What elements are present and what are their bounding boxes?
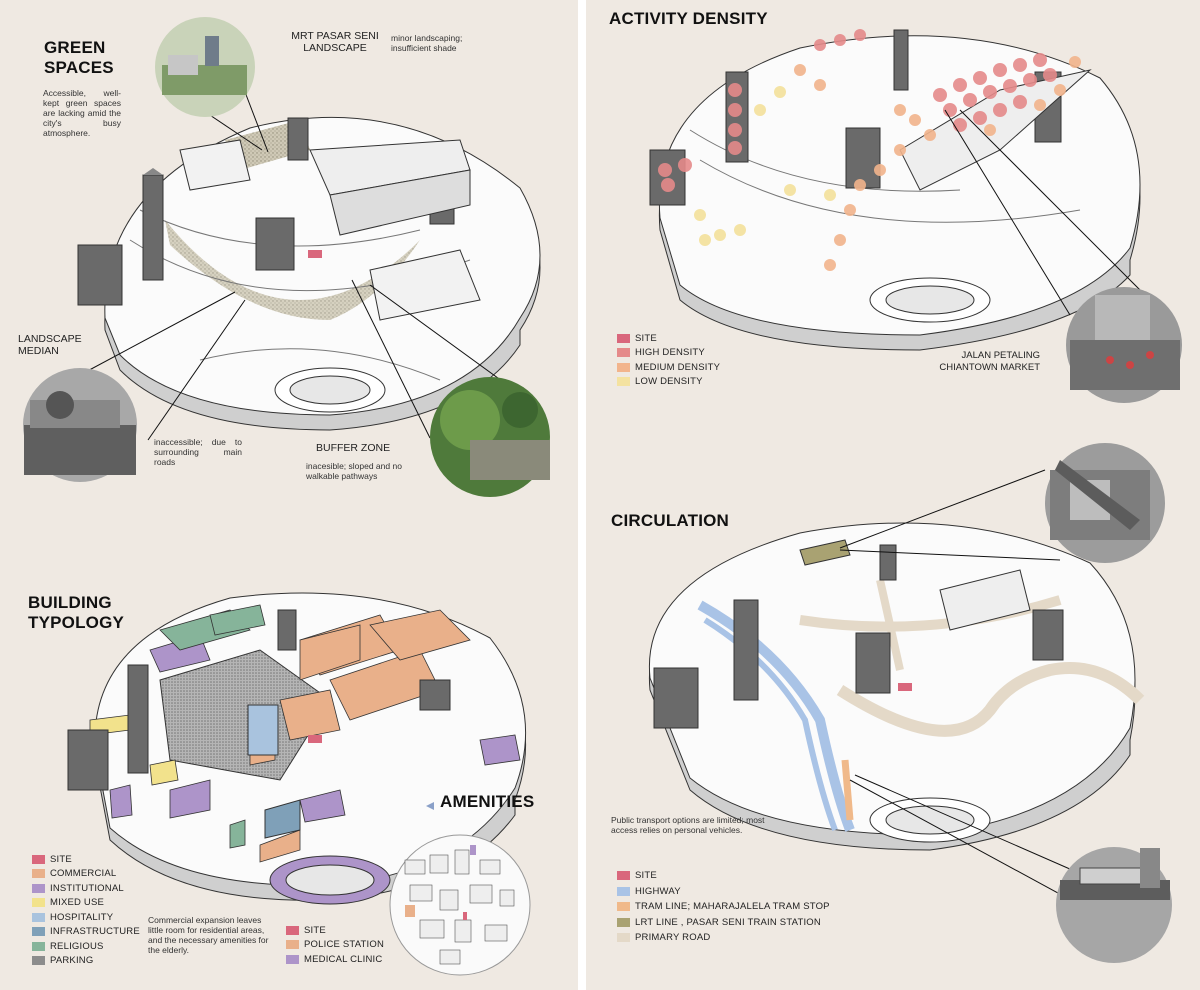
market-label: JALAN PETALING CHIANTOWN MARKET	[939, 350, 1040, 373]
typology-title: BUILDING TYPOLOGY	[28, 593, 125, 632]
legend-item: PRIMARY ROAD	[617, 930, 830, 946]
activity-density-title: ACTIVITY DENSITY	[609, 9, 768, 28]
density-dots	[658, 29, 1081, 271]
legend-item: MIXED USE	[32, 896, 140, 911]
legend-item: LRT LINE , PASAR SENI TRAIN STATION	[617, 915, 830, 931]
circulation-note: Public transport options are limited; mo…	[611, 815, 765, 835]
legend-item: HOSPITALITY	[32, 910, 140, 925]
amenities-title: AMENITIES	[440, 792, 535, 811]
green-photo-mrt	[155, 17, 255, 117]
typology-map	[67, 592, 527, 905]
circulation-photo-station	[1045, 443, 1165, 563]
legend-item: INFRASTRUCTURE	[32, 925, 140, 940]
amenities-legend: SITE POLICE STATION MEDICAL CLINIC	[286, 923, 384, 967]
typology-legend: SITE COMMERCIAL INSTITUTIONAL MIXED USE …	[32, 852, 140, 968]
circulation-map	[648, 522, 1145, 851]
circulation-legend: SITE HIGHWAY TRAM LINE; MAHARAJALELA TRA…	[617, 868, 830, 946]
landscape-median-title: LANDSCAPE MEDIAN	[18, 333, 82, 357]
buffer-zone-title: BUFFER ZONE	[316, 442, 391, 454]
green-spaces-map	[77, 116, 541, 431]
legend-item: SITE	[32, 852, 140, 867]
circulation-leader-lines	[839, 469, 1096, 906]
legend-item: INSTITUTIONAL	[32, 881, 140, 896]
green-photo-buffer	[430, 377, 550, 497]
legend-item: SITE	[617, 331, 720, 346]
legend-item: SITE	[286, 923, 384, 938]
legend-item: RELIGIOUS	[32, 939, 140, 954]
mrt-landscape-title: MRT PASAR SENI LANDSCAPE	[291, 30, 379, 54]
mrt-landscape-note: minor landscaping; insufficient shade	[391, 33, 463, 53]
legend-item: MEDICAL CLINIC	[286, 952, 384, 967]
panel-divider	[578, 0, 586, 990]
circulation-photo-tram	[1056, 847, 1172, 963]
legend-item: POLICE STATION	[286, 938, 384, 953]
legend-item: COMMERCIAL	[32, 867, 140, 882]
density-leader-lines	[944, 109, 1151, 316]
legend-item: HIGHWAY	[617, 884, 830, 900]
legend-item: HIGH DENSITY	[617, 346, 720, 361]
activity-density-legend: SITE HIGH DENSITY MEDIUM DENSITY LOW DEN…	[617, 331, 720, 389]
legend-item: MEDIUM DENSITY	[617, 360, 720, 375]
legend-item: LOW DENSITY	[617, 375, 720, 390]
circulation-title: CIRCULATION	[611, 511, 730, 530]
landscape-median-note: inaccessible; due to surrounding main ro…	[154, 437, 242, 467]
typology-note: Commercial expansion leaves little room …	[148, 915, 269, 955]
amenities-inset	[389, 802, 531, 976]
legend-item: SITE	[617, 868, 830, 884]
density-photo-market	[1066, 287, 1182, 403]
buffer-zone-note: inacesible; sloped and no walkable pathw…	[306, 461, 402, 481]
green-spaces-intro: Accessible, well-kept green spaces are l…	[43, 88, 121, 138]
green-photo-median	[23, 368, 137, 482]
legend-item: PARKING	[32, 954, 140, 969]
activity-density-map	[649, 29, 1141, 351]
green-spaces-title: GREEN SPACES	[44, 38, 114, 77]
legend-item: TRAM LINE; MAHARAJALELA TRAM STOP	[617, 899, 830, 915]
